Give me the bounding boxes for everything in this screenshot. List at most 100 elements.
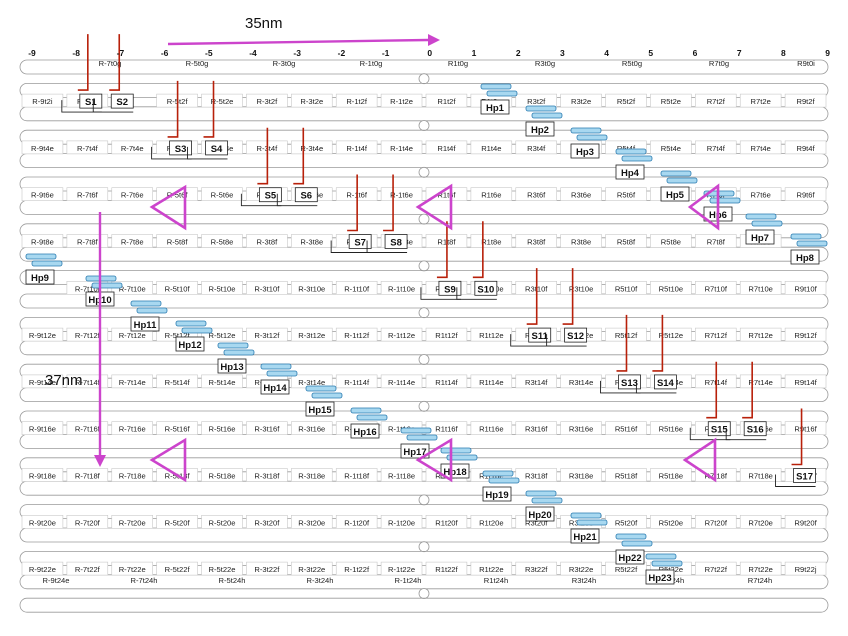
segment-box (560, 421, 602, 436)
hairpin-bar (400, 427, 432, 434)
segment-label: R3t18f (525, 472, 548, 481)
hairpin-label: Hp7 (751, 233, 769, 244)
hairpin-box (260, 379, 290, 395)
segment-box (739, 187, 782, 201)
segment-box (111, 421, 153, 436)
segment-box (156, 421, 198, 436)
segment-box (246, 234, 288, 248)
vertex-triangle (682, 437, 717, 483)
staple-box (258, 187, 282, 203)
hairpin-box (790, 249, 820, 265)
segment-box (739, 468, 782, 482)
crossover-loop (418, 120, 430, 131)
hairpin-label: Hp16 (353, 427, 376, 438)
segment-label: R3t8f (527, 238, 546, 247)
segment-label: R7t4e (751, 144, 771, 153)
segment-box (246, 421, 288, 436)
crossover-loop (418, 166, 430, 178)
axis-tick: 4 (604, 48, 609, 58)
segment-box (21, 327, 64, 342)
segment-label: R3t16e (569, 425, 594, 434)
segment-label: R-1t14f (344, 378, 370, 387)
segment-label: R7t12f (705, 331, 728, 340)
segment-label: R9t20f (794, 518, 817, 527)
segment-box (201, 514, 243, 529)
axis-tick: 6 (693, 48, 698, 58)
segment-label: R-1t2f (346, 97, 368, 106)
staple-strand (436, 221, 448, 279)
hairpin-label: Hp15 (308, 405, 332, 416)
segment-label: R-1t12e (388, 331, 415, 340)
crossover-loop (418, 494, 430, 506)
segment-label: R3t14e (569, 378, 594, 387)
staple-label: S9 (444, 284, 456, 295)
staple-path (240, 193, 282, 207)
segment-box (66, 468, 109, 482)
segment-label: R-5t8f (167, 238, 189, 247)
top-row-label: R5t0g (622, 59, 642, 68)
segment-label: R5t16e (659, 425, 684, 434)
hairpin-bar (621, 155, 653, 162)
segment-box (739, 93, 782, 108)
segment-box (739, 327, 782, 342)
segment-box (470, 561, 513, 576)
segment-box (515, 561, 557, 576)
staple-label: S8 (390, 238, 402, 249)
segment-label: R-9t6e (31, 191, 54, 200)
crossover-loop (418, 400, 430, 412)
segment-box (605, 187, 647, 201)
segment-box (66, 187, 109, 201)
staple-strand (383, 174, 394, 232)
hairpin-bar (175, 320, 207, 327)
segment-label: R-9t20e (29, 518, 56, 527)
axis-tick: -5 (205, 48, 213, 58)
segment-box (425, 93, 468, 108)
hairpin-label: Hp2 (531, 125, 549, 136)
segment-label: R-3t12f (254, 331, 280, 340)
hairpin-bar (31, 260, 63, 267)
segment-label: R-9t12e (29, 331, 56, 340)
bottom-row-label: R3t24h (572, 576, 597, 585)
hairpin-bar (440, 447, 472, 454)
segment-label: R1t22e (479, 565, 504, 574)
hairpin-bar (615, 533, 647, 540)
hairpin-label: Hp1 (486, 103, 505, 114)
hairpin-bar (130, 300, 162, 307)
staple-path (187, 146, 228, 160)
segment-label: R5t4e (661, 144, 681, 153)
segment-box (66, 421, 109, 436)
segment-box (66, 327, 109, 342)
hairpin-box (175, 336, 205, 352)
segment-label: R7t6e (751, 191, 771, 200)
segment-box (380, 140, 423, 155)
segment-label: R-7t4f (77, 144, 99, 153)
staple-label: S6 (300, 191, 312, 202)
segment-label: R9t16f (794, 425, 817, 434)
segment-label: R9t22j (795, 565, 817, 574)
segment-box (380, 514, 423, 529)
segment-label: R1t12f (435, 331, 458, 340)
segment-box (291, 561, 333, 576)
top-row-label: R1t0g (448, 59, 468, 68)
staple-strand (652, 314, 664, 372)
segment-box (291, 468, 333, 482)
top-row-label: R-7t0g (99, 59, 122, 68)
segment-box (156, 280, 198, 295)
axis-tick: 8 (781, 48, 786, 58)
hairpin-bar (350, 407, 382, 414)
segment-label: R-1t20e (388, 518, 415, 527)
staple-box (793, 468, 816, 483)
segment-label: R5t22e (659, 565, 684, 574)
segment-box (605, 234, 647, 248)
segment-label: R-7t6f (77, 191, 99, 200)
segment-label: R7t4f (707, 144, 726, 153)
axis-tick: 5 (648, 48, 653, 58)
segment-box (201, 93, 243, 108)
top-row-label: R-1t0g (360, 59, 383, 68)
staple-label: S15 (711, 425, 729, 436)
segment-label: R-7t4e (121, 144, 144, 153)
hairpin-box (660, 186, 690, 202)
hairpin-label: Hp12 (178, 340, 201, 351)
hairpin-bar (751, 220, 783, 227)
segment-box (470, 374, 513, 389)
